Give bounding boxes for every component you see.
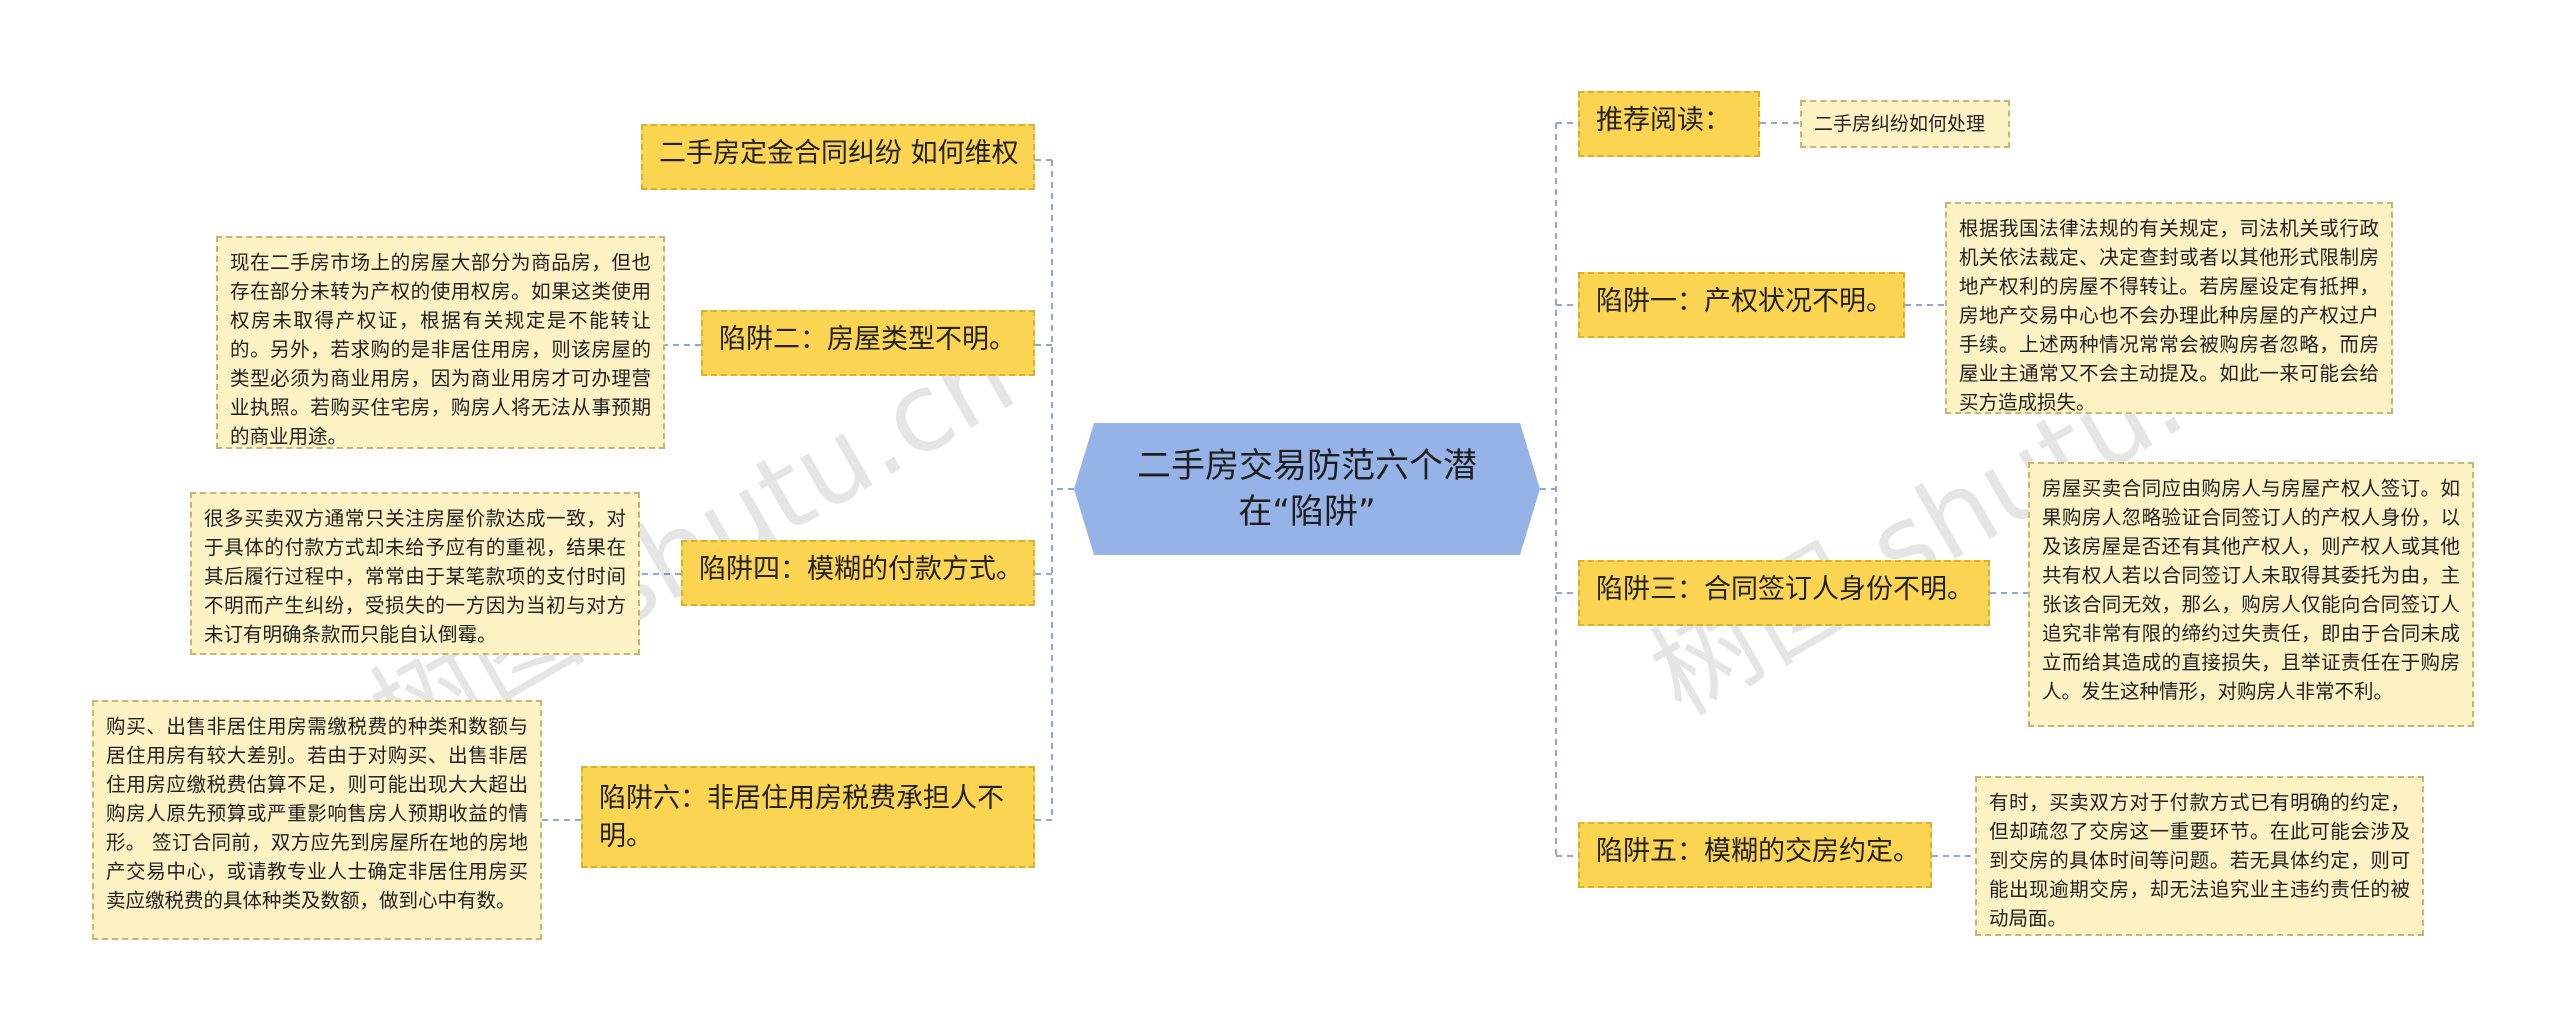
detail-text: 有时，买卖双方对于付款方式已有明确的约定，但却疏忽了交房这一重要环节。在此可能会… xyxy=(1989,791,2410,930)
branch-label: 陷阱六：非居住用房税费承担人不明。 xyxy=(599,783,1004,852)
root-node[interactable]: 二手房交易防范六个潜在“陷阱” xyxy=(1074,423,1540,555)
detail-trap-five: 有时，买卖双方对于付款方式已有明确的约定，但却疏忽了交房这一重要环节。在此可能会… xyxy=(1975,776,2424,936)
branch-label: 陷阱二：房屋类型不明。 xyxy=(719,324,1016,355)
detail-trap-two: 现在二手房市场上的房屋大部分为商品房，但也存在部分未转为产权的使用权房。如果这类… xyxy=(216,236,665,449)
detail-trap-four: 很多买卖双方通常只关注房屋价款达成一致，对于具体的付款方式却未给予应有的重视，结… xyxy=(190,492,640,655)
detail-text: 现在二手房市场上的房屋大部分为商品房，但也存在部分未转为产权的使用权房。如果这类… xyxy=(230,251,651,448)
detail-trap-three: 房屋买卖合同应由购房人与房屋产权人签订。如果购房人忽略验证合同签订人的产权人身份… xyxy=(2028,462,2474,727)
detail-text: 购买、出售非居住用房需缴税费的种类和数额与居住用房有较大差别。若由于对购买、出售… xyxy=(106,715,528,912)
branch-label: 推荐阅读： xyxy=(1596,105,1731,136)
branch-trap-two[interactable]: 陷阱二：房屋类型不明。 xyxy=(701,310,1035,376)
branch-trap-six[interactable]: 陷阱六：非居住用房税费承担人不明。 xyxy=(581,766,1035,868)
branch-recommended[interactable]: 推荐阅读： xyxy=(1578,91,1760,157)
branch-label: 陷阱三：合同签订人身份不明。 xyxy=(1596,574,1974,605)
detail-text: 房屋买卖合同应由购房人与房屋产权人签订。如果购房人忽略验证合同签订人的产权人身份… xyxy=(2042,477,2460,703)
detail-trap-one: 根据我国法律法规的有关规定，司法机关或行政机关依法裁定、决定查封或者以其他形式限… xyxy=(1945,202,2393,414)
branch-trap-three[interactable]: 陷阱三：合同签订人身份不明。 xyxy=(1578,560,1990,626)
branch-label: 陷阱五：模糊的交房约定。 xyxy=(1596,836,1920,867)
branch-label: 陷阱一：产权状况不明。 xyxy=(1596,286,1893,317)
branch-label: 二手房定金合同纠纷 如何维权 xyxy=(659,138,1019,169)
detail-text: 很多买卖双方通常只关注房屋价款达成一致，对于具体的付款方式却未给予应有的重视，结… xyxy=(204,507,626,646)
root-title: 二手房交易防范六个潜在“陷阱” xyxy=(1137,446,1477,532)
branch-trap-one[interactable]: 陷阱一：产权状况不明。 xyxy=(1578,272,1905,338)
branch-trap-five[interactable]: 陷阱五：模糊的交房约定。 xyxy=(1578,822,1932,888)
branch-label: 陷阱四：模糊的付款方式。 xyxy=(699,554,1023,585)
branch-trap-four[interactable]: 陷阱四：模糊的付款方式。 xyxy=(681,540,1035,606)
recommended-link[interactable]: 二手房纠纷如何处理 xyxy=(1800,100,2010,148)
branch-deposit-dispute[interactable]: 二手房定金合同纠纷 如何维权 xyxy=(641,124,1035,190)
recommended-link-text: 二手房纠纷如何处理 xyxy=(1814,113,1986,135)
detail-trap-six: 购买、出售非居住用房需缴税费的种类和数额与居住用房有较大差别。若由于对购买、出售… xyxy=(92,700,542,940)
detail-text: 根据我国法律法规的有关规定，司法机关或行政机关依法裁定、决定查封或者以其他形式限… xyxy=(1959,217,2379,414)
